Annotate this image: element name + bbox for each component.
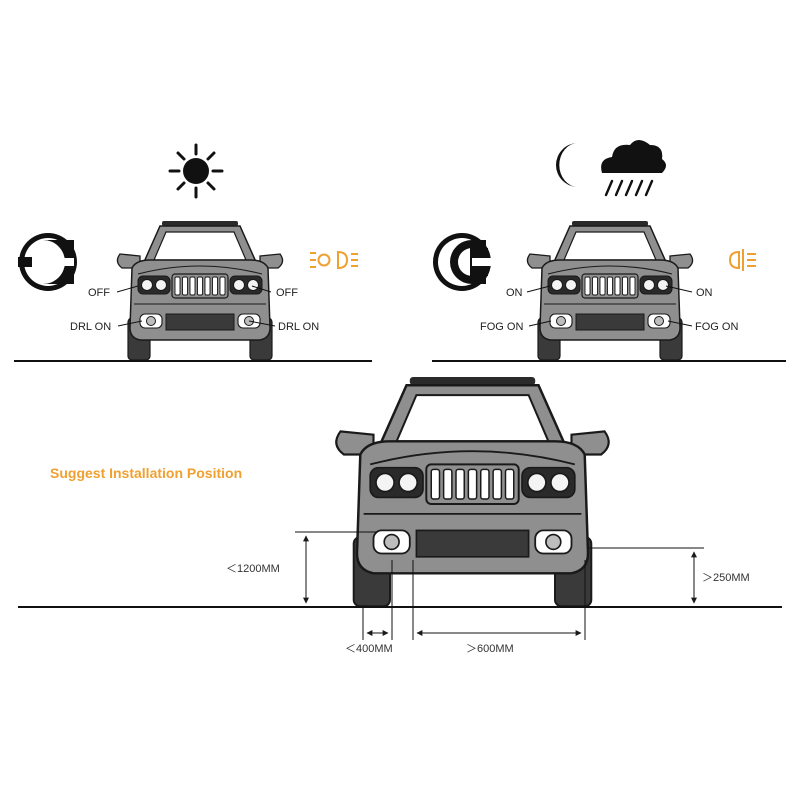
- edge-max-dimension: [362, 560, 393, 640]
- fog-left-label: DRL ON: [70, 321, 111, 333]
- moon-icon: [556, 143, 578, 187]
- height-max-dimension: [295, 531, 378, 604]
- headlight-left-label-night: ON: [506, 287, 523, 299]
- headlight-right-label-night: ON: [696, 287, 713, 299]
- fog-right-label: DRL ON: [278, 321, 319, 333]
- drl-indicator-icon: [310, 250, 358, 270]
- fog-light-indicator-icon: [728, 249, 756, 271]
- day-panel: OFF OFF DRL ON DRL ON: [14, 143, 372, 362]
- installation-title: Suggest Installation Position: [50, 465, 242, 481]
- height-min-dimension: [588, 547, 704, 604]
- spacing-min-label: ＞600MM: [466, 643, 514, 655]
- sun-icon: [168, 143, 224, 199]
- suv-car-night: [526, 220, 694, 361]
- fog-left-label-night: FOG ON: [480, 321, 523, 333]
- fog-right-label-night: FOG ON: [695, 321, 738, 333]
- installation-panel: Suggest Installation Position ＜1200MM ＞2…: [18, 375, 782, 655]
- headlight-right-label: OFF: [276, 287, 298, 299]
- edge-max-label: ＜400MM: [345, 643, 393, 655]
- height-min-label: ＞250MM: [702, 572, 750, 584]
- light-switch-icon-night: [433, 233, 492, 291]
- suv-car-day: [116, 220, 284, 361]
- spacing-min-dimension: [412, 560, 586, 640]
- height-max-label: ＜1200MM: [226, 563, 280, 575]
- night-panel: ON ON FOG ON FOG ON: [432, 140, 786, 362]
- headlight-left-label: OFF: [88, 287, 110, 299]
- suv-car-large: [335, 375, 610, 608]
- rain-cloud-icon: [601, 140, 666, 197]
- light-switch-icon: [18, 233, 77, 291]
